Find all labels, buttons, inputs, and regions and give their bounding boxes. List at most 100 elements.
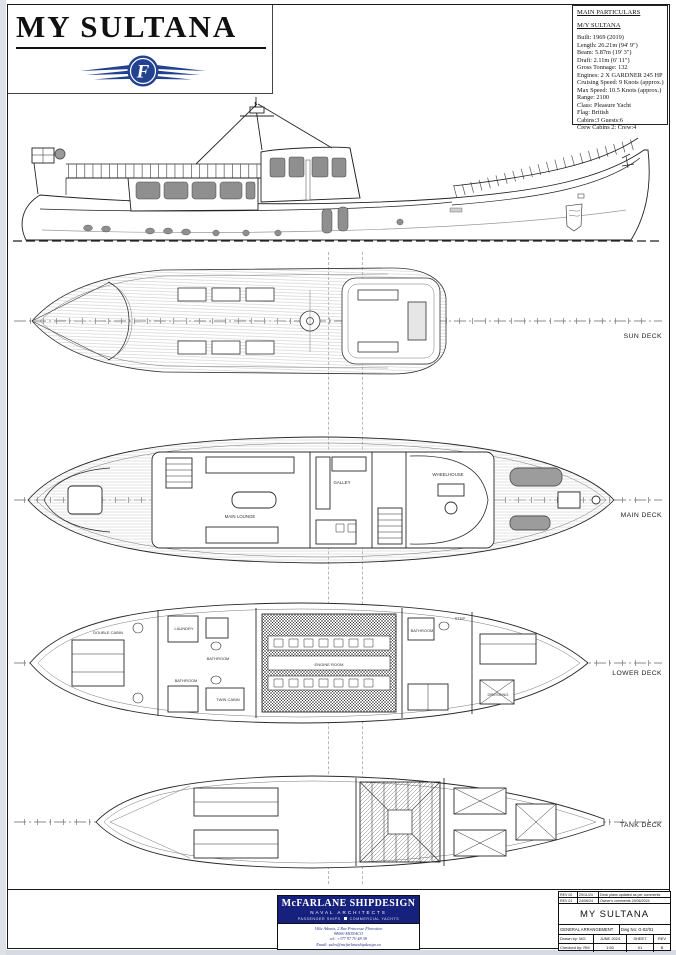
room-label-laundry: LAUNDRY [174,626,193,631]
spec-tonnage: Gross Tonnage: 132 [577,64,628,71]
logo-letter: F [136,62,150,83]
rev2-note: Deck plans updated as per comments [600,892,661,897]
aft-deck-table [67,485,103,515]
main-deck-plan: MAIN LOUNGE GALLEY WHEELHOUSE [14,436,662,564]
salon-sofa [205,456,295,474]
spec-maxspeed: Max Speed: 10.5 Knots (approx.) [577,86,662,94]
helm-console [437,483,465,497]
tagline-left: PASSENGER SHIPS [297,916,341,921]
rev1-note: Owner's comments 29/06/2024 [600,898,650,903]
spec-range: Range: 2100 [577,94,610,101]
deck-hatch [557,491,581,509]
room-label-step: STEP [455,616,466,621]
spec-length: Length: 26.21m (94' 9") [577,41,638,49]
bow-crest [565,203,583,232]
guest-bed [479,633,537,665]
footer-divider [8,889,669,890]
sunpads [177,287,275,355]
title-block: REV 02 29/11/24 Deck plans updated as pe… [558,891,671,952]
stairs [165,457,193,489]
particulars-subheading: M/Y SULTANA [577,21,621,29]
address-email: Email: sales@mcfarlaneshipdesign.eu [316,941,381,947]
foredeck-rail-top [452,137,639,187]
address-line2: 98000 MONACO [333,930,364,936]
deck-label-main: MAIN DECK [620,512,662,519]
drawing-scale: 1:50 [594,944,627,952]
spec-class: Class: Pleasure Yacht [577,101,632,109]
deck-label-lower: LOWER DECK [612,670,662,677]
yacht-name-title: MY SULTANA [16,9,266,49]
lower-deck-plan: DOUBLE CABIN LAUNDRY BATHROOM BATHROOM T… [14,602,662,724]
drawing-date: JUNE 2024 [594,935,627,943]
rev1-date: 24/06/24 [578,898,599,903]
stern-flag [31,147,55,195]
room-label-engine-room: ENGINE ROOM [315,662,344,667]
wheelhouse-door [305,159,311,201]
salon-table [231,491,277,509]
room-label-twin-cabin: TWIN CABIN [216,697,240,702]
helm-seat [444,501,458,515]
spec-engines: Engines: 2 X GARDNER 245 HP [577,71,663,79]
spec-cruise: Cruising Speed: 9 Knots (approx.) [577,79,664,86]
drawing-number: Dwg No: G-02/01 [621,927,654,932]
drawn-by: Drawn by: MG [559,935,594,943]
spec-beam: Beam: 5.87m (19' 3") [577,49,632,56]
stern-ball-fitting [54,148,66,160]
sundeck-table [407,301,427,341]
alignment-guide-line [362,252,363,884]
windlass [591,495,601,505]
liferaft [509,515,551,531]
firm-address: Villa Adonis, 2 Rue Princesse Florestine… [278,924,419,950]
revision-row: REV 01 24/06/24 Owner's comments 29/06/2… [559,898,670,904]
bulwark-line [451,157,641,206]
galley-counter [315,456,331,510]
deck-label-sun: SUN DECK [623,333,662,340]
spec-built: Built: 1969 (2019) [577,34,624,41]
checked-by: Checked by: RM [559,944,594,952]
shipyard-logo: F [80,55,206,87]
mast [195,97,333,165]
room-label-galley: GALLEY [333,480,350,485]
spec-flag: Flag: British [577,109,609,116]
room-label-bathroom1: BATHROOM [207,656,230,661]
firm-tagline: PASSENGER SHIPS COMMERCIAL YACHTS [278,917,419,921]
rev2-code: REV 02 [559,892,578,897]
firm-subtitle: NAVAL ARCHITECTS [310,910,387,915]
particulars-heading: MAIN PARTICULARS [577,9,641,16]
title-header: MY SULTANA F [8,5,273,94]
main-particulars-panel: MAIN PARTICULARS M/Y SULTANA Built: 1969… [572,5,668,131]
tagline-right: COMMERCIAL YACHTS [349,916,400,921]
deck-label-tank: TANK DECK [620,822,662,829]
alignment-guide-line [328,252,329,884]
drawing-title: GENERAL ARRANGEMENT [559,925,620,934]
rev-number: B [660,944,664,950]
naval-architect-block: McFARLANE SHIPDESIGN NAVAL ARCHITECTS PA… [277,895,420,951]
titleblock-boat-name: MY SULTANA [559,904,670,925]
sheet-number: 01 [627,944,654,952]
rev1-code: REV 01 [559,898,578,903]
bow-anchor [621,153,635,169]
tagline-separator-icon [343,917,347,921]
logo-ring [129,57,157,85]
room-label-bathroom3: BATHROOM [411,628,434,633]
salon-windows [135,181,256,200]
spec-cabins: Cabins:3 Guests:6 [577,116,624,124]
hull-side-doors [321,206,349,234]
tank-deck-plan [14,775,662,869]
sheet-label: SHEET [627,935,654,943]
wheelhouse-front [409,455,489,545]
wheelhouse-windows [269,156,347,178]
room-label-dressing: DRESSING [488,692,509,697]
room-label-wheelhouse: WHEELHOUSE [432,472,463,477]
rev2-date: 29/11/24 [578,892,599,897]
spec-crew: Crew Cabins 2: Crew:4 [577,124,637,131]
hull-portholes [83,218,404,237]
room-label-main-lounge: MAIN LOUNGE [225,514,256,519]
spec-draft: Draft: 2.11m (6' 11") [577,56,630,64]
tender [509,467,563,487]
revision-row: REV 02 29/11/24 Deck plans updated as pe… [559,892,670,898]
address-line1: Villa Adonis, 2 Rue Princesse Florestine [314,925,383,931]
firm-name: McFARLANE SHIPDESIGN [281,898,416,909]
room-label-double-cabin: DOUBLE CABIN [93,630,123,635]
